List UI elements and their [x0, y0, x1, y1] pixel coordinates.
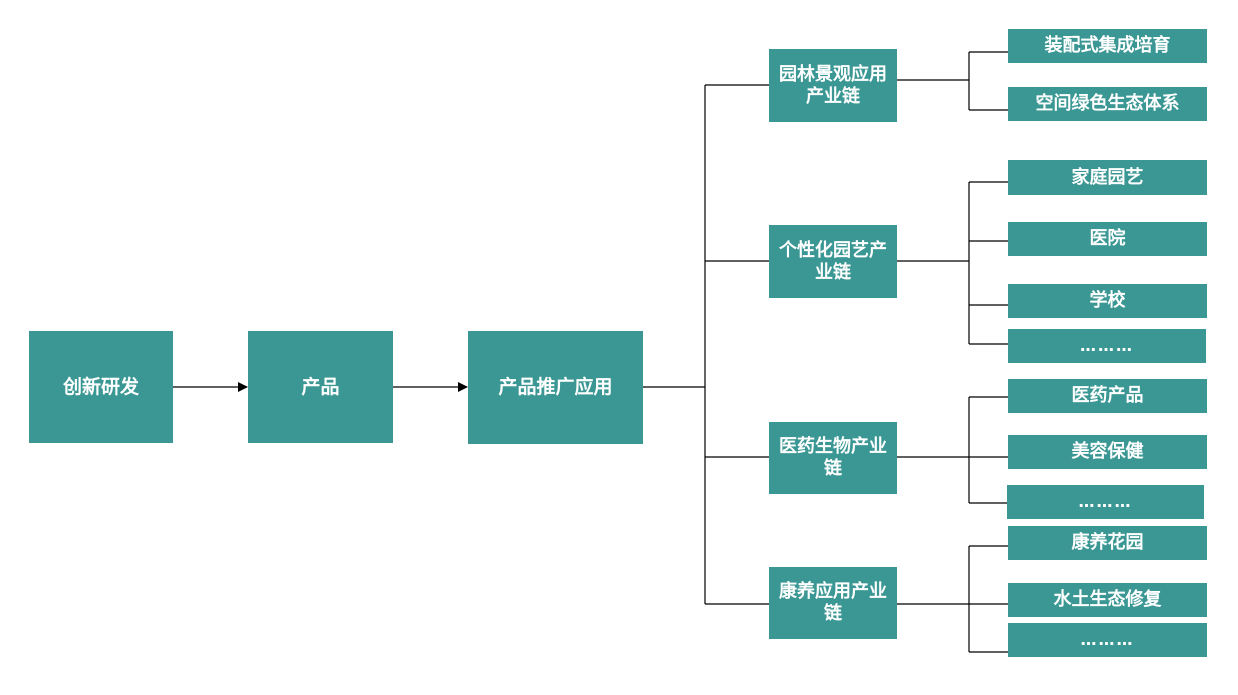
leaf-label: 水土生态修复	[1053, 589, 1162, 611]
leaf-label: 医院	[1089, 228, 1126, 250]
leaf-label: ………	[1080, 630, 1135, 650]
research-label: 创新研发	[62, 375, 139, 398]
leaf-node: 家庭园艺	[1008, 160, 1207, 195]
product-node: 产品	[248, 331, 393, 443]
leaf-node: 学校	[1008, 284, 1207, 318]
chain-bracket	[643, 84, 769, 605]
leaf-label: 家庭园艺	[1071, 166, 1144, 188]
chain-wellness-node: 康养应用产业链	[769, 567, 897, 639]
leaf-label: 装配式集成培育	[1044, 35, 1171, 57]
leaf-node-ellipsis: ………	[1008, 623, 1207, 657]
promotion-label: 产品推广应用	[498, 376, 613, 399]
promotion-node: 产品推广应用	[468, 331, 643, 444]
leaf-label: 学校	[1089, 290, 1126, 312]
leaf-label: ………	[1080, 336, 1134, 356]
chain-wellness-label: 康养应用产业链	[779, 581, 887, 624]
leaf-bracket-wellness	[897, 545, 1008, 653]
leaf-node-ellipsis: ………	[1008, 329, 1206, 363]
leaf-node: 水土生态修复	[1008, 583, 1207, 617]
chain-landscape-label: 园林景观应用产业链	[779, 63, 887, 107]
chain-landscape-node: 园林景观应用产业链	[769, 49, 897, 122]
leaf-bracket-biomedicine	[897, 396, 1008, 504]
chain-gardening-label: 个性化园艺产业链	[779, 239, 887, 283]
leaf-node: 装配式集成培育	[1008, 29, 1207, 63]
leaf-node: 美容保健	[1008, 435, 1207, 469]
leaf-label: 空间绿色生态体系	[1035, 93, 1180, 115]
leaf-label: 美容保健	[1071, 441, 1144, 463]
leaf-bracket-gardening	[897, 181, 1008, 345]
leaf-bracket-landscape	[897, 51, 1008, 111]
leaf-label: ………	[1078, 492, 1133, 512]
leaf-node-ellipsis: ………	[1007, 485, 1204, 519]
research-node: 创新研发	[29, 331, 173, 443]
product-label: 产品	[301, 375, 340, 398]
leaf-node: 康养花园	[1008, 526, 1207, 560]
leaf-label: 康养花园	[1071, 532, 1144, 554]
leaf-label: 医药产品	[1071, 385, 1144, 407]
leaf-node: 空间绿色生态体系	[1008, 87, 1207, 121]
chain-biomedicine-node: 医药生物产业链	[769, 422, 897, 494]
chain-biomedicine-label: 医药生物产业链	[779, 436, 887, 479]
leaf-node: 医院	[1008, 222, 1207, 256]
chain-gardening-node: 个性化园艺产业链	[769, 225, 897, 298]
leaf-node: 医药产品	[1008, 379, 1207, 413]
